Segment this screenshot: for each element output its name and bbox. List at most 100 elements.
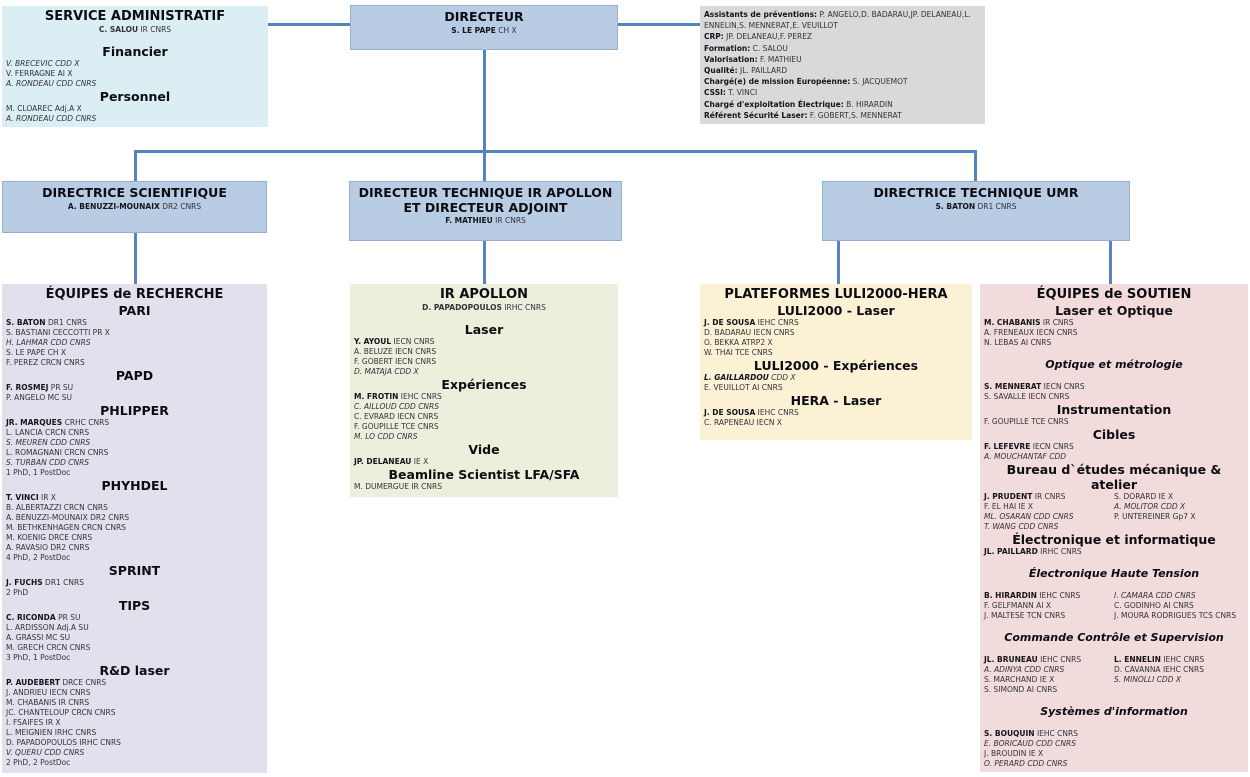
person-line: F. ROSMEJ PR SU <box>6 383 74 392</box>
person-line: 2 PhD <box>6 588 29 597</box>
person-line: P. UNTEREINER Gp7 X <box>1114 512 1196 521</box>
box-leader: C. SALOU IR CNRS <box>98 25 172 34</box>
person-line: JL. BRUNEAU IEHC CNRS <box>984 655 1082 664</box>
person-line: L. ARDISSON Adj.A SU <box>6 623 89 632</box>
leader-name: F. MATHIEU <box>445 216 493 225</box>
person-line: E. BORICAUD CDD CNRS <box>984 739 1076 748</box>
directeur-title: DIRECTEUR <box>444 9 524 24</box>
person-line: J. FUCHS DR1 CNRS <box>6 578 85 587</box>
team-heading: Beamline Scientist LFA/SFA <box>388 467 580 482</box>
team-heading: Instrumentation <box>1056 402 1172 417</box>
person-line: S. SIMOND AI CNRS <box>984 685 1058 694</box>
person-line: B. HIRARDIN IEHC CNRS <box>984 591 1081 600</box>
person-line: JR. MARQUES CRHC CNRS <box>6 418 110 427</box>
person-line: M. CLOAREC Adj.A X <box>6 104 82 113</box>
person-line: J. PRUDENT IR CNRS <box>984 492 1066 501</box>
person-line: JC. CHANTELOUP CRCN CNRS <box>6 708 116 717</box>
box-title: SERVICE ADMINISTRATIF <box>44 9 226 24</box>
box-leader: D. PAPADOPOULOS IRHC CNRS <box>422 303 546 312</box>
person-line: F. PEREZ CRCN CNRS <box>6 358 85 367</box>
person-line: L. GAILLARDOU CDD X <box>704 373 796 382</box>
person-line: S. BATON DR1 CNRS <box>6 318 87 327</box>
person-line: L. LANCIA CRCN CNRS <box>6 428 90 437</box>
person-line: W. THAI TCE CNRS <box>704 348 773 357</box>
person-line: C. GODINHO AI CNRS <box>1114 601 1194 610</box>
person-line: M. GRECH CRCN CNRS <box>6 643 91 652</box>
person-line: Qualité: JL. PAILLARD <box>704 66 788 76</box>
team-heading: Vide <box>468 442 500 457</box>
directrice-technique-umr-title: DIRECTRICE TECHNIQUE UMR <box>873 185 1079 200</box>
person-line: E. VEUILLOT AI CNRS <box>704 383 783 392</box>
person-line: CRP: JP. DELANEAU,F. PEREZ <box>704 32 813 42</box>
person-line: S. MARCHAND IE X <box>984 675 1055 684</box>
person-line: M. LO CDD CNRS <box>354 432 418 441</box>
person-line: S. MEUREN CDD CNRS <box>6 438 91 447</box>
person-line: Chargé(e) de mission Européenne: S. JACQ… <box>704 77 908 87</box>
team-heading: Personnel <box>99 89 171 104</box>
connector-admin-directeur <box>268 23 350 26</box>
person-line: F. GOBERT IECN CNRS <box>354 357 437 366</box>
connector-umr-plateformes <box>837 241 840 284</box>
person-line: A. RONDEAU CDD CNRS <box>6 114 97 123</box>
person-line: P. AUDEBERT DRCE CNRS <box>6 678 107 687</box>
team-heading: Laser <box>464 322 504 337</box>
team-heading: Électronique et informatique <box>1012 532 1216 547</box>
person-line: A. BELUZE IECN CNRS <box>354 347 437 356</box>
directeur-box: DIRECTEUR S. LE PAPE CH X <box>350 5 618 50</box>
person-line: S. MINOLLI CDD X <box>1114 675 1181 684</box>
person-line: 3 PhD, 1 PostDoc <box>6 653 71 662</box>
person-line: A. ADINYA CDD CNRS <box>984 665 1065 674</box>
person-line: J. DE SOUSA IEHC CNRS <box>704 318 799 327</box>
person-line: C. RAPENEAU IECN X <box>704 418 782 427</box>
connector-horizontal-bus <box>134 150 977 153</box>
person-line: I. CAMARA CDD CNRS <box>1114 591 1196 600</box>
subteam-heading: Électronique Haute Tension <box>1028 567 1200 580</box>
team-heading: PARI <box>118 303 151 318</box>
team-heading: Financier <box>102 44 168 59</box>
person-line: J. MOURA RODRIGUES TCS CNRS <box>1114 611 1237 620</box>
person-line: A. FRENEAUX IECN CNRS <box>984 328 1078 337</box>
person-line: M. BETHKENHAGEN CRCN CNRS <box>6 523 126 532</box>
subteam-heading: Optique et métrologie <box>1045 358 1183 371</box>
person-line: O. BEKKA ATRP2 X <box>704 338 773 347</box>
person-line: S. LE PAPE CH X <box>6 348 67 357</box>
connector-umr-soutien <box>1109 241 1112 284</box>
person-line: D. PAPADOPOULOS IRHC CNRS <box>6 738 121 747</box>
leader-name: S. LE PAPE <box>451 25 496 35</box>
person-line: L. ROMAGNANI CRCN CNRS <box>6 448 109 457</box>
person-line: Assistants de préventions: P. ANGELO,D. … <box>704 10 971 31</box>
person-line: N. LEBAS AI CNRS <box>984 338 1052 347</box>
person-line: Y. AYOUL IECN CNRS <box>354 337 435 346</box>
person-line: 4 PhD, 2 PostDoc <box>6 553 71 562</box>
spacer <box>984 373 1244 382</box>
person-line: J. BROUDIN IE X <box>984 749 1044 758</box>
team-heading: PAPD <box>115 368 154 383</box>
person-line: A. MOLITOR CDD X <box>1114 502 1186 511</box>
person-line: M. KOENIG DRCE CNRS <box>6 533 93 542</box>
team-heading: PHLIPPER <box>100 403 169 418</box>
person-line: S. SAVALLE IECN CNRS <box>984 392 1070 401</box>
person-line: D. CAVANNA IEHC CNRS <box>1114 665 1204 674</box>
person-line: V. BRECEVIC CDD X <box>6 59 80 68</box>
team-heading: Expériences <box>441 377 527 392</box>
spacer <box>984 646 1244 655</box>
person-line: M. DUMERGUE IR CNRS <box>354 482 442 491</box>
person-line: B. ALBERTAZZI CRCN CNRS <box>6 503 108 512</box>
connector-stub-scientifique <box>134 153 137 181</box>
prevention-roles-box: Assistants de préventions: P. ANGELO,D. … <box>700 6 985 125</box>
leader-name: A. BENUZZI-MOUNAIX <box>67 201 160 211</box>
person-line: V. QUERU CDD CNRS <box>6 748 85 757</box>
team-heading: Bureau d`études mécanique & atelier <box>1006 462 1222 492</box>
person-line: 1 PhD, 1 PostDoc <box>6 468 71 477</box>
person-line: A. RONDEAU CDD CNRS <box>6 79 97 88</box>
subteam-heading: Systèmes d'information <box>1040 705 1188 718</box>
person-line: ML. OSARAN CDD CNRS <box>984 512 1074 521</box>
